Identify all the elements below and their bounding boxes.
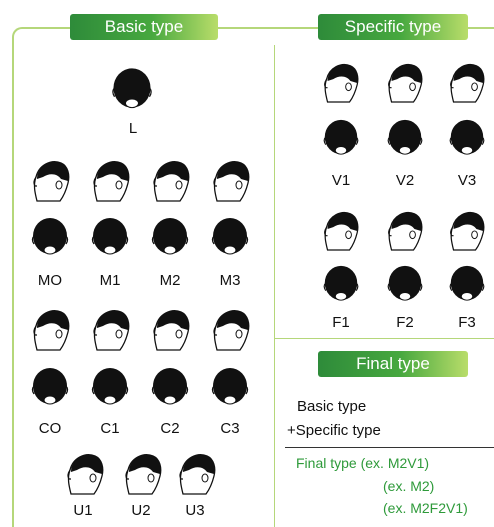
head-top-view-icon: [108, 64, 156, 112]
head-top-view-icon: [28, 364, 72, 408]
type-label-c2: C2: [160, 420, 180, 437]
type-label-f1: F1: [332, 314, 350, 331]
type-label-m1: M1: [99, 272, 121, 289]
final-rule-line: [285, 447, 494, 448]
final-example-3: (ex. M2F2V1): [383, 500, 468, 516]
head-top-view-icon: [384, 262, 426, 304]
head-top-view-icon: [446, 116, 488, 158]
type-label-v3: V3: [457, 172, 477, 189]
final-basic-type-line: Basic type: [297, 398, 367, 415]
head-side-view-icon: [318, 206, 360, 254]
head-side-view-icon: [382, 206, 424, 254]
head-side-view-icon: [172, 448, 218, 498]
type-label-f2: F2: [396, 314, 414, 331]
final-specific-type-line: +Specific type: [287, 422, 381, 439]
head-side-view-icon: [444, 58, 486, 106]
final-example-2: (ex. M2): [383, 478, 435, 494]
head-side-view-icon: [206, 304, 252, 354]
type-label-co: CO: [38, 420, 62, 437]
type-label-m3: M3: [219, 272, 241, 289]
basic-type-title: Basic type: [70, 14, 218, 40]
specific-final-divider: [274, 338, 494, 339]
head-side-view-icon: [60, 448, 106, 498]
head-side-view-icon: [382, 58, 424, 106]
type-label-u3: U3: [185, 502, 205, 519]
head-top-view-icon: [208, 364, 252, 408]
head-top-view-icon: [28, 214, 72, 258]
basic-panel-left-edge: [12, 45, 14, 527]
head-side-view-icon: [86, 304, 132, 354]
column-divider: [274, 45, 275, 527]
type-label-v2: V2: [395, 172, 415, 189]
type-label-m2: M2: [159, 272, 181, 289]
head-top-view-icon: [88, 214, 132, 258]
head-top-view-icon: [148, 364, 192, 408]
type-label-u1: U1: [73, 502, 93, 519]
head-side-view-icon: [118, 448, 164, 498]
head-side-view-icon: [26, 155, 72, 205]
head-top-view-icon: [384, 116, 426, 158]
head-side-view-icon: [26, 304, 72, 354]
type-label-l: L: [128, 120, 138, 137]
head-top-view-icon: [148, 214, 192, 258]
type-label-c3: C3: [220, 420, 240, 437]
head-side-view-icon: [444, 206, 486, 254]
head-top-view-icon: [446, 262, 488, 304]
specific-panel-right-line: [468, 27, 494, 29]
head-side-view-icon: [206, 155, 252, 205]
basic-panel-border: [12, 27, 72, 49]
final-example-1: Final type (ex. M2V1): [296, 455, 430, 471]
head-top-view-icon: [88, 364, 132, 408]
type-label-c1: C1: [100, 420, 120, 437]
head-top-view-icon: [320, 116, 362, 158]
head-side-view-icon: [146, 155, 192, 205]
final-type-title: Final type: [318, 351, 468, 377]
top-connector-line: [218, 27, 318, 29]
type-label-mo: MO: [37, 272, 63, 289]
head-top-view-icon: [208, 214, 252, 258]
head-side-view-icon: [318, 58, 360, 106]
type-label-f3: F3: [458, 314, 476, 331]
type-label-u2: U2: [131, 502, 151, 519]
head-side-view-icon: [146, 304, 192, 354]
head-top-view-icon: [320, 262, 362, 304]
type-label-v1: V1: [331, 172, 351, 189]
specific-type-title: Specific type: [318, 14, 468, 40]
head-side-view-icon: [86, 155, 132, 205]
